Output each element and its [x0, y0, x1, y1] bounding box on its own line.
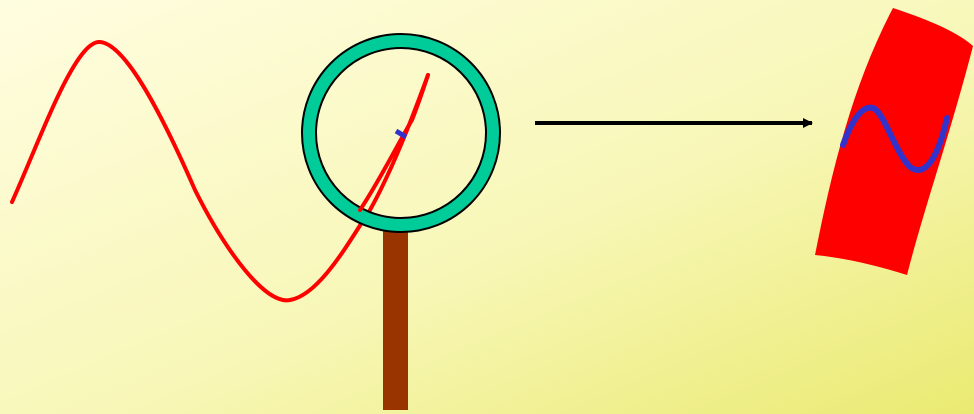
magnifier-lens-outer-edge: [301, 33, 501, 233]
sine-wave-over-lens: [358, 73, 430, 212]
magnified-point: [394, 128, 408, 140]
magnifying-glass: [301, 33, 501, 410]
magnifier-lens-inner-edge: [315, 47, 487, 219]
magnifier-lens-ring: [302, 34, 500, 232]
sine-wave: [10, 40, 430, 303]
magnifier-handle: [383, 226, 408, 410]
zoomed-wiggle: [840, 104, 950, 173]
